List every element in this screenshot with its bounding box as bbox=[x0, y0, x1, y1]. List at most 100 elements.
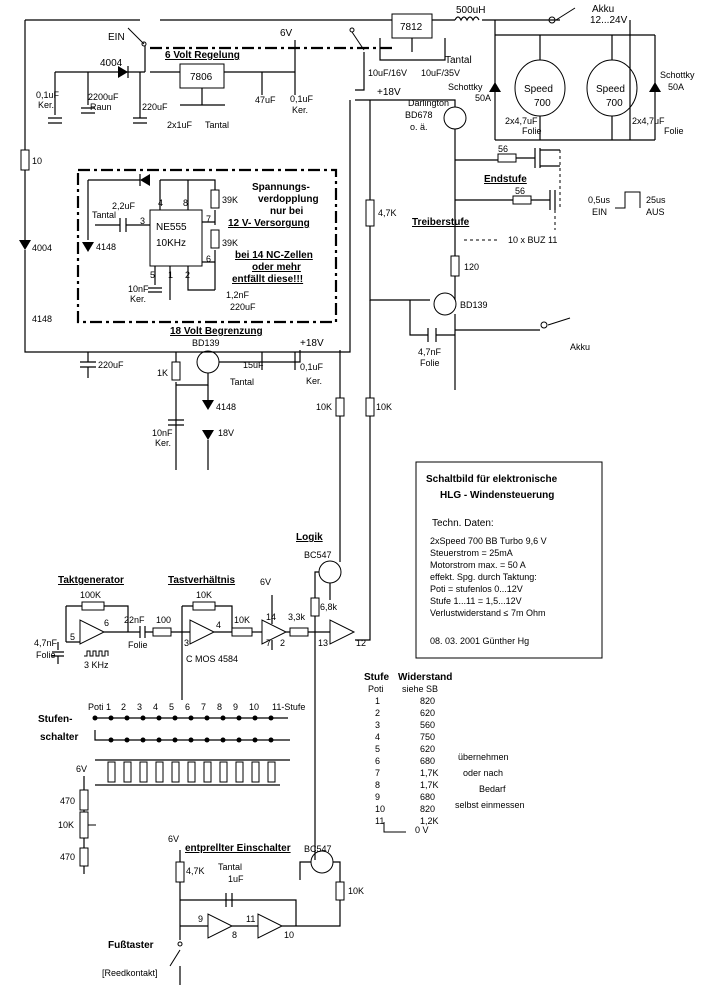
step-contact-10[interactable] bbox=[252, 715, 258, 721]
table-h1b: Poti bbox=[368, 684, 384, 694]
table-widerstand: 820 bbox=[420, 804, 435, 814]
table-note1: übernehmen bbox=[458, 752, 509, 762]
schottky-right bbox=[649, 82, 661, 92]
tech-date: 08. 03. 2001 Günther Hg bbox=[430, 636, 529, 646]
resistor-39k-b bbox=[210, 229, 220, 249]
table-widerstand: 820 bbox=[420, 696, 435, 706]
c220uf-s-label: 220uF bbox=[230, 302, 256, 312]
step-resistor-10 bbox=[251, 761, 260, 783]
step-label-7: 7 bbox=[201, 702, 206, 712]
step-contact-3[interactable] bbox=[140, 715, 146, 721]
c01b-label: 0,1uF bbox=[290, 94, 314, 104]
tech-line-0: 2xSpeed 700 BB Turbo 9,6 V bbox=[430, 536, 547, 546]
step-contact-0[interactable] bbox=[92, 715, 98, 721]
poti-10k[interactable] bbox=[79, 811, 89, 839]
resistor-100k bbox=[81, 601, 105, 611]
switch-12v bbox=[351, 31, 365, 51]
buz-label: 10 x BUZ 11 bbox=[508, 235, 557, 245]
pin6-label: 6 bbox=[206, 254, 211, 264]
section-18v: 18 Volt Begrenzung bbox=[170, 326, 263, 337]
table-note4: selbst einmessen bbox=[455, 800, 525, 810]
resistor-10k-c bbox=[192, 601, 216, 611]
step-resistor-1 bbox=[107, 761, 116, 783]
tech-line-2: Motorstrom max. = 50 A bbox=[430, 560, 526, 570]
step-contact-2[interactable] bbox=[124, 715, 130, 721]
bc547b-label: BC547 bbox=[304, 844, 332, 854]
speed-label-b: Speed bbox=[596, 84, 625, 95]
d4004b-label: 4004 bbox=[32, 243, 52, 253]
r470b-label: 470 bbox=[60, 852, 75, 862]
c22nf-label: 22nF bbox=[124, 615, 145, 625]
table-widerstand: 560 bbox=[420, 720, 435, 730]
table-stufe: 11 bbox=[375, 816, 384, 826]
step-resistor-7 bbox=[203, 761, 212, 783]
ein-label: EIN bbox=[108, 32, 125, 43]
pin13-label: 13 bbox=[318, 638, 328, 648]
section-logik: Logik bbox=[296, 532, 323, 543]
step-resistor-9 bbox=[235, 761, 244, 783]
pulse-aus-label: AUS bbox=[646, 207, 665, 217]
doubler-l1: Spannungs- bbox=[252, 182, 310, 193]
r4k7-label: 4,7K bbox=[378, 208, 397, 218]
step-contact-11[interactable] bbox=[268, 715, 274, 721]
tech-line-3: effekt. Spg. durch Taktung: bbox=[430, 572, 537, 582]
gate-resistor-56a bbox=[497, 153, 517, 163]
pin3-label: 3 bbox=[140, 216, 145, 226]
inductor-label: 500uH bbox=[456, 5, 485, 16]
step-resistor-2 bbox=[123, 761, 132, 783]
step-resistor-8 bbox=[219, 761, 228, 783]
r10kb-label: 10K bbox=[376, 402, 392, 412]
resistor-10k-b bbox=[365, 397, 375, 417]
title-line2: HLG - Windensteuerung bbox=[440, 490, 554, 501]
resistor-1k bbox=[171, 361, 181, 381]
c01c-label: 0,1uF bbox=[300, 362, 324, 372]
doubler-l7: entfällt diese!!! bbox=[232, 274, 303, 285]
title-line1: Schaltbild für elektronische bbox=[426, 474, 558, 485]
stufenschalter-1: Stufen- bbox=[38, 714, 72, 725]
ker-label-a: Ker. bbox=[38, 100, 54, 110]
r100k-label: 100K bbox=[80, 590, 101, 600]
reed-switch[interactable] bbox=[169, 949, 181, 967]
bd139b-label: BD139 bbox=[192, 338, 220, 348]
step-contact-1[interactable] bbox=[108, 715, 114, 721]
step-contact-5[interactable] bbox=[172, 715, 178, 721]
step-contact-8[interactable] bbox=[220, 715, 226, 721]
tech-line-6: Verlustwiderstand ≤ 7m Ohm bbox=[430, 608, 545, 618]
table-stufe: 5 bbox=[375, 744, 380, 754]
plus18a-label: +18V bbox=[377, 87, 401, 98]
six-v-b-label: 6V bbox=[260, 577, 271, 587]
step-contact-4[interactable] bbox=[156, 715, 162, 721]
tantal-12-label: Tantal bbox=[445, 55, 472, 66]
ker-label-e: Ker. bbox=[155, 438, 171, 448]
step-contact-7[interactable] bbox=[204, 715, 210, 721]
diode-4004-top bbox=[118, 66, 128, 78]
schmitt-inverter-3 bbox=[261, 619, 288, 645]
folie-label-c: Folie bbox=[420, 358, 440, 368]
step-tap-11 bbox=[268, 737, 274, 743]
pin6-b-label: 6 bbox=[104, 618, 109, 628]
schmitt-inverter-6 bbox=[257, 913, 284, 939]
r10-label: 10 bbox=[32, 156, 42, 166]
step-label-8: 8 bbox=[217, 702, 222, 712]
bd139-limiter bbox=[196, 350, 220, 374]
motor-left: Speed 700 bbox=[514, 59, 566, 117]
folie-label-b: Folie bbox=[664, 126, 684, 136]
r10kd-label: 10K bbox=[234, 615, 250, 625]
pin5-label: 5 bbox=[150, 270, 155, 280]
m700-label-b: 700 bbox=[606, 98, 623, 109]
step-contact-6[interactable] bbox=[188, 715, 194, 721]
section-entprellt: entprellter Einschalter bbox=[185, 843, 291, 854]
regulator-7806 bbox=[179, 63, 225, 89]
section-treiber: Treiberstufe bbox=[412, 217, 470, 228]
step-contacts[interactable] bbox=[92, 715, 274, 721]
schottky-left bbox=[489, 82, 501, 92]
table-stufe: 10 bbox=[375, 804, 385, 814]
step-contact-9[interactable] bbox=[236, 715, 242, 721]
akku-plus-terminal bbox=[548, 16, 556, 24]
pulse-ein-label: EIN bbox=[592, 207, 607, 217]
six-v-d-label: 6V bbox=[168, 834, 179, 844]
table-note3: Bedarf bbox=[479, 784, 506, 794]
tech-line-4: Poti = stufenlos 0...12V bbox=[430, 584, 523, 594]
